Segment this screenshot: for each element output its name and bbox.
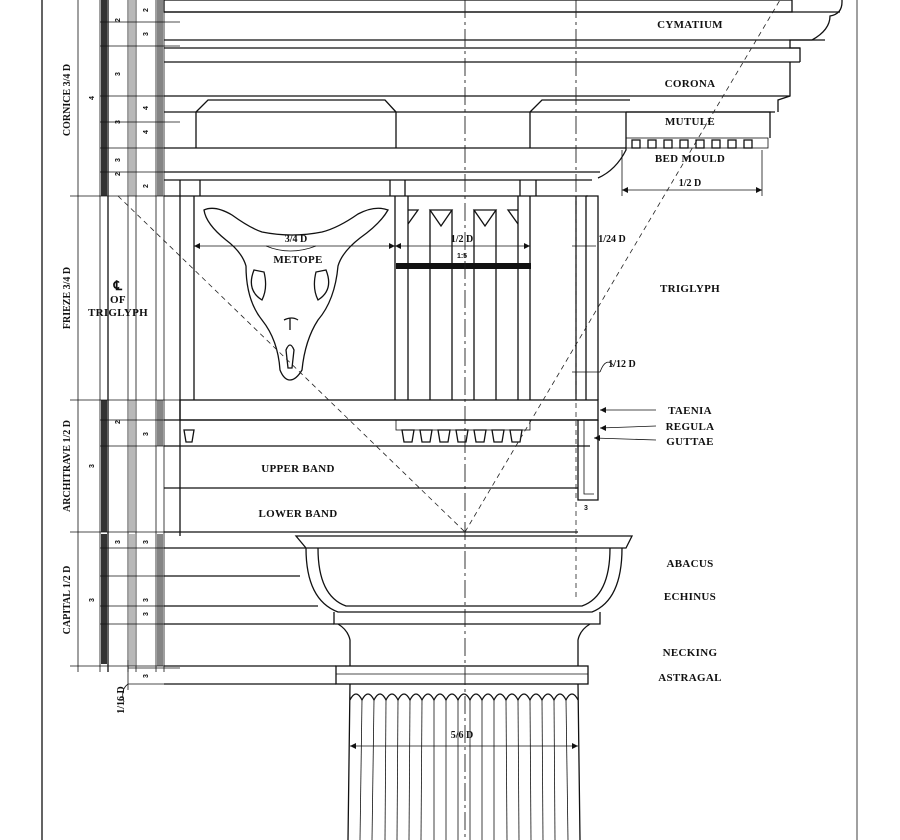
- label-cymatium: CYMATIUM: [657, 19, 723, 31]
- unit-mark: 2: [143, 8, 150, 12]
- unit-mark: 2: [115, 18, 122, 22]
- construction-lines: [117, 0, 781, 840]
- triglyph-axis-line1: OF: [110, 294, 126, 306]
- frieze-height-label: FRIEZE 3/4 D: [62, 267, 73, 329]
- dim-bed-mould-projection: 1/2 D: [679, 178, 702, 189]
- cornice: [163, 0, 843, 197]
- unit-mark: 3: [143, 612, 150, 616]
- label-corona: CORONA: [665, 78, 716, 90]
- dim-metope-width: 3/4 D: [285, 234, 308, 245]
- dimension-labels: 1/2 D 3/4 D 1/2 D 1:5 1/24 D 1/12 D 1/16…: [116, 178, 701, 741]
- unit-mark: 4: [143, 130, 150, 134]
- dim-triglyph-width: 1/2 D: [451, 234, 474, 245]
- unit-mark: 2: [115, 172, 122, 176]
- dim-shaft-diameter: 5/6 D: [451, 730, 474, 741]
- label-lower-band: LOWER BAND: [258, 508, 337, 520]
- label-bed-mould: BED MOULD: [655, 153, 725, 165]
- dim-fillet: 1/24 D: [598, 234, 626, 245]
- unit-mark: 3: [143, 674, 150, 678]
- unit-mark: 3: [115, 158, 122, 162]
- label-metope: METOPE: [273, 254, 322, 266]
- architrave-height-label: ARCHITRAVE 1/2 D: [62, 420, 73, 512]
- dim-astragal-height: 1/16 D: [116, 686, 127, 714]
- label-regula: REGULA: [666, 421, 715, 433]
- module-scale: [70, 0, 180, 685]
- cornice-height-label: CORNICE 3/4 D: [62, 64, 73, 136]
- label-upper-band: UPPER BAND: [261, 463, 335, 475]
- triglyph-glyphs: [396, 209, 531, 400]
- unit-mark: 3: [115, 540, 122, 544]
- sheet-border: [41, 0, 858, 840]
- section-labels: CORNICE 3/4 D FRIEZE 3/4 D ARCHITRAVE 1/…: [62, 64, 73, 634]
- fluted-shaft: [347, 683, 581, 840]
- bucranium-ornament: [203, 207, 389, 381]
- label-echinus: ECHINUS: [664, 591, 716, 603]
- label-taenia: TAENIA: [668, 405, 712, 417]
- label-abacus: ABACUS: [666, 558, 713, 570]
- architrave: [164, 399, 599, 533]
- frieze: [179, 195, 599, 536]
- triglyph-axis-line2: TRIGLYPH: [88, 307, 148, 319]
- label-astragal: ASTRAGAL: [658, 672, 722, 684]
- dim-small-module: 3: [584, 505, 588, 512]
- unit-mark: 3: [115, 72, 122, 76]
- unit-mark: 3: [115, 120, 122, 124]
- mutule-guttae: [625, 137, 769, 149]
- unit-mark: 3: [143, 432, 150, 436]
- unit-mark: 3: [89, 598, 96, 602]
- triglyph-axis-symbol: ℄: [113, 278, 123, 293]
- dim-triglyph-ratio: 1:5: [457, 253, 467, 260]
- unit-mark: 3: [143, 540, 150, 544]
- dimension-lines: [122, 150, 763, 749]
- label-necking: NECKING: [663, 647, 718, 659]
- unit-mark: 3: [143, 598, 150, 602]
- unit-mark: 2: [143, 184, 150, 188]
- unit-mark: 4: [143, 106, 150, 110]
- dim-glyph-depth: 1/12 D: [608, 359, 636, 370]
- unit-mark: 2: [115, 420, 122, 424]
- part-labels: CYMATIUM CORONA MUTULE BED MOULD TRIGLYP…: [88, 19, 725, 684]
- label-triglyph: TRIGLYPH: [660, 283, 720, 295]
- unit-mark: 3: [89, 464, 96, 468]
- unit-mark: 3: [143, 32, 150, 36]
- capital-height-label: CAPITAL 1/2 D: [62, 566, 73, 635]
- label-mutule: MUTULE: [665, 116, 715, 128]
- unit-mark: 4: [89, 96, 96, 100]
- architrave-guttae: [183, 419, 531, 443]
- capital: [164, 535, 634, 685]
- label-guttae: GUTTAE: [666, 436, 713, 448]
- unit-marks: 2 2 3 3 4 3 4 3 2 2 4 2 3 3 3 3 3 3 3 3: [89, 8, 150, 678]
